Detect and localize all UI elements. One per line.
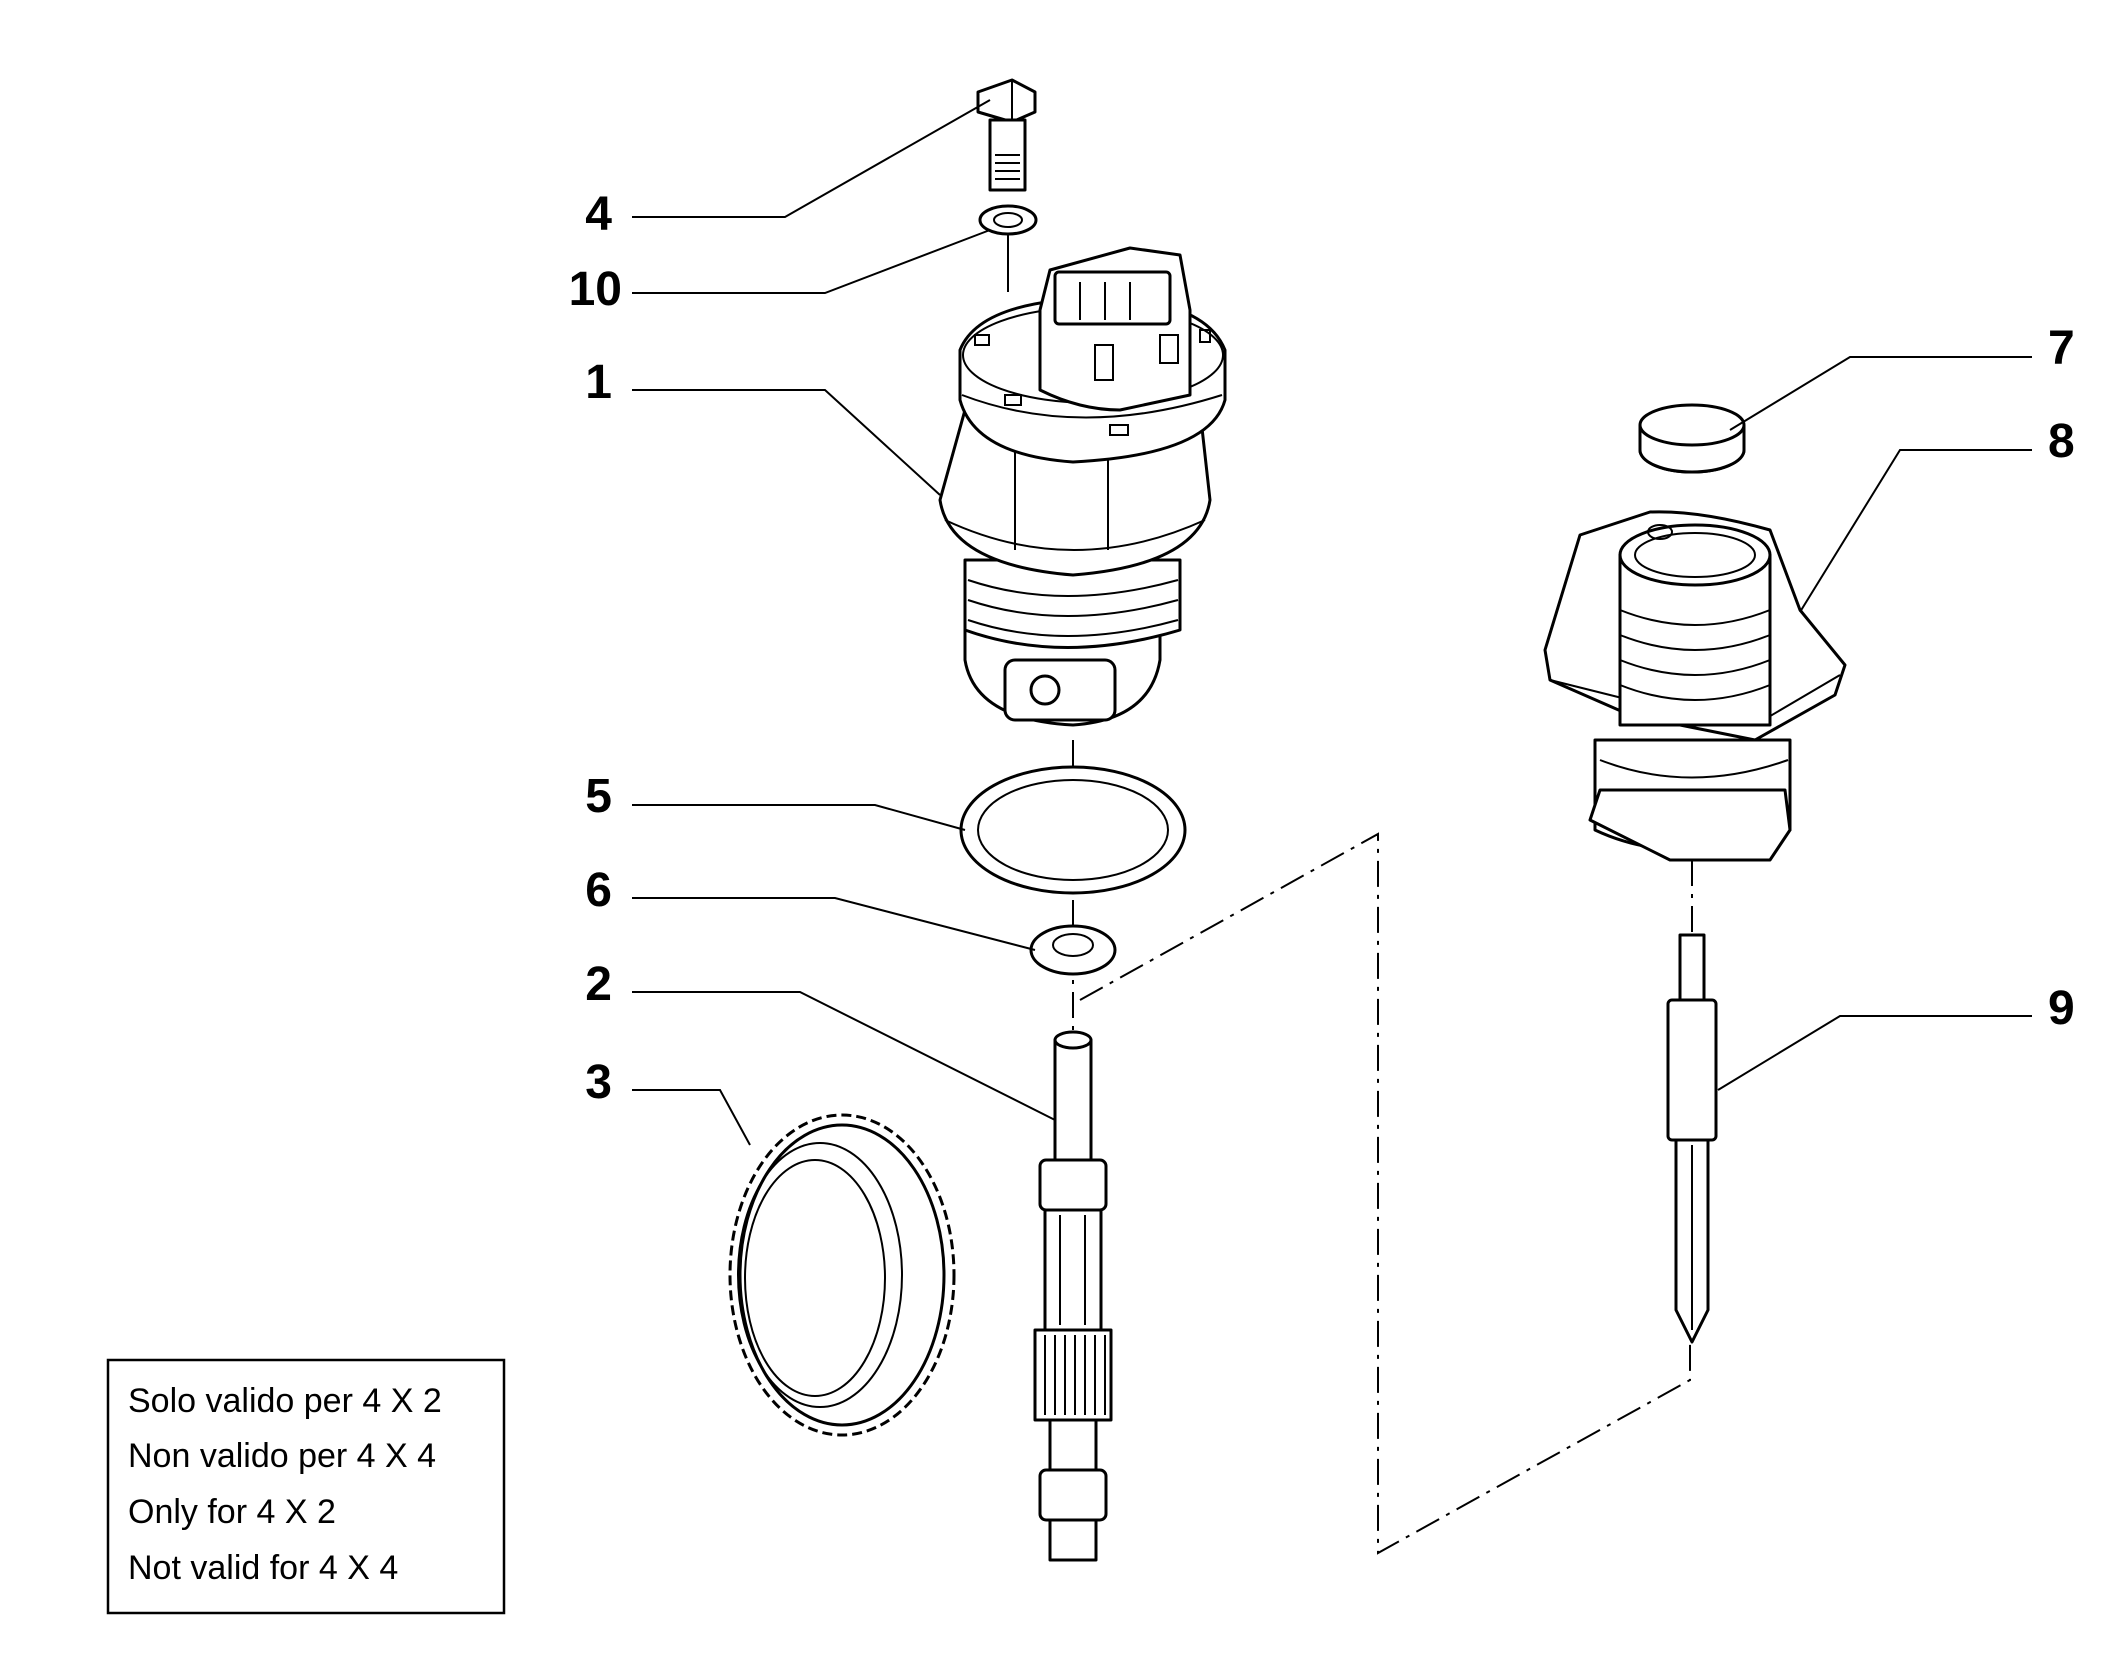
tone-ring-part-3 (728, 1113, 956, 1437)
cap-part-7 (1638, 403, 1746, 474)
washer-part-6 (1029, 924, 1117, 976)
bolt-part-4 (976, 78, 1037, 192)
callout-labels: 4 10 1 5 6 2 3 7 8 9 (569, 188, 2075, 1109)
callout-4: 4 (585, 188, 612, 241)
callout-2: 2 (585, 958, 612, 1011)
callout-10: 10 (569, 263, 622, 316)
note-line-3: Only for 4 X 2 (128, 1493, 336, 1531)
washer-part-10 (978, 204, 1038, 292)
callout-1: 1 (585, 356, 612, 409)
callout-9: 9 (2048, 982, 2075, 1035)
o-ring-part-5 (959, 765, 1187, 895)
callout-7: 7 (2048, 322, 2075, 375)
callout-3: 3 (585, 1056, 612, 1109)
adapter-part-8 (1543, 510, 1847, 862)
callout-5: 5 (585, 770, 612, 823)
validity-note-box: Solo valido per 4 X 2 Non valido per 4 X… (106, 1358, 506, 1615)
callout-8: 8 (2048, 415, 2075, 468)
note-line-2: Non valido per 4 X 4 (128, 1437, 436, 1475)
shaft-part-2 (1033, 1030, 1113, 1562)
leader-lines (632, 99, 2032, 1146)
note-line-4: Not valid for 4 X 4 (128, 1549, 398, 1587)
pin-part-9 (1666, 933, 1718, 1344)
callout-6: 6 (585, 864, 612, 917)
note-line-1: Solo valido per 4 X 2 (128, 1382, 442, 1420)
sensor-part-1 (938, 246, 1227, 727)
